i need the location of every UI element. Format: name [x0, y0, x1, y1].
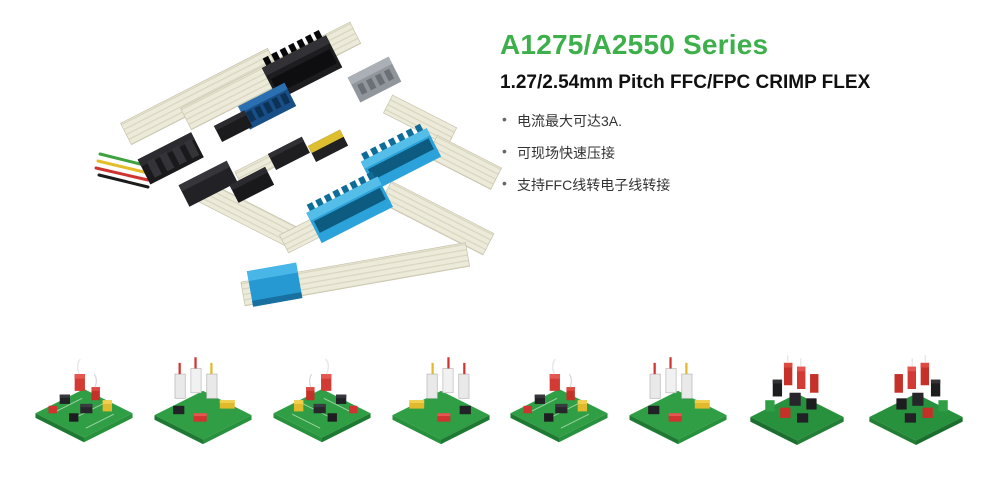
ribbon-cable [426, 134, 503, 190]
application-pcb-thumbnail [266, 344, 378, 466]
pcb-assembly-image [860, 344, 972, 462]
pcb-assembly-image [622, 344, 734, 462]
pcb-assembly-image [503, 344, 615, 462]
blue-crimp-connector [306, 171, 393, 244]
pcb-assembly-image [385, 344, 497, 462]
product-info: A1275/A2550 Series 1.27/2.54mm Pitch FFC… [500, 29, 970, 207]
connector-family-image [94, 21, 503, 307]
feature-list: 电流最大可达3A. 可现场快速压接 支持FFC线转电子线转接 [500, 111, 970, 195]
feature-item: 支持FFC线转电子线转接 [500, 175, 970, 195]
discrete-wires [94, 152, 150, 189]
wire-housing-connector [137, 132, 204, 185]
application-pcb-thumbnail [860, 344, 972, 466]
application-pcb-thumbnail [385, 344, 497, 466]
application-pcb-thumbnail [503, 344, 615, 466]
pcb-assembly-image [28, 344, 140, 462]
product-subtitle: 1.27/2.54mm Pitch FFC/FPC CRIMP FLEX [500, 71, 871, 93]
small-black-connector [213, 110, 253, 143]
application-pcb-thumbnail [147, 344, 259, 466]
wire-housing-connector [178, 160, 238, 207]
navy-crimp-connector [238, 82, 297, 130]
gray-crimp-connector [347, 56, 402, 103]
blue-crimp-connector [360, 123, 442, 191]
small-black-connector [229, 166, 275, 203]
application-pcb-thumbnail [622, 344, 734, 466]
feature-item: 可现场快速压接 [500, 143, 970, 163]
pcb-assembly-image [147, 344, 259, 462]
application-pcb-thumbnail [741, 344, 853, 466]
hero-illustration [38, 6, 508, 328]
series-title: A1275/A2550 Series [500, 29, 769, 60]
pcb-assembly-image [741, 344, 853, 462]
pcb-assembly-image [266, 344, 378, 462]
blue-stiffener [246, 262, 303, 307]
small-black-connector [267, 136, 310, 171]
application-pcb-thumbnail [28, 344, 140, 466]
black-crimp-connector [261, 29, 343, 101]
ribbon-cable [380, 180, 495, 256]
yellow-crimp-connector [307, 129, 349, 163]
ribbon-cable [382, 94, 458, 147]
application-gallery [0, 336, 1000, 466]
feature-item: 电流最大可达3A. [500, 111, 970, 131]
